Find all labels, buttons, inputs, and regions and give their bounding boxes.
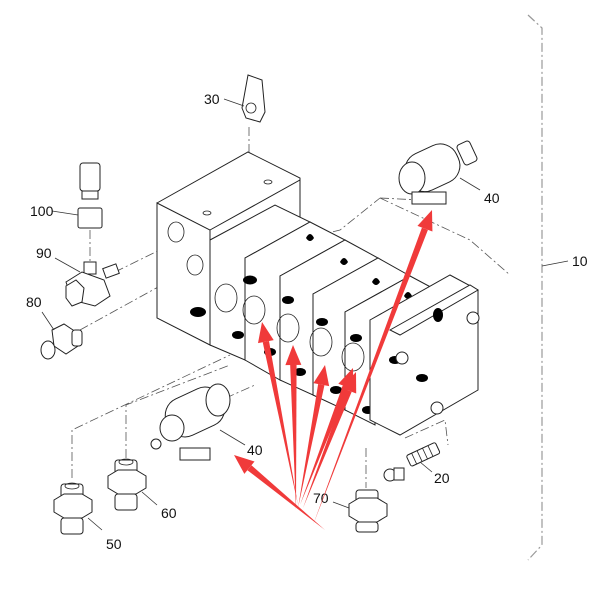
- red-arrow-shaft: [290, 364, 297, 510]
- callout-80: 80: [26, 294, 42, 310]
- part-50-fitting: 50: [53, 482, 122, 552]
- red-arrow-shaft: [262, 341, 298, 505]
- part-40-solenoid-top: 40: [398, 140, 500, 206]
- callout-40-bottom: 40: [247, 442, 263, 458]
- callout-10: 10: [572, 253, 588, 269]
- part-20-plug-spring: 20: [383, 442, 450, 486]
- part-70-fitting: 70: [313, 489, 388, 533]
- part-60-fitting: 60: [107, 458, 177, 521]
- callout-20: 20: [434, 470, 450, 486]
- part-90-tee: 90: [36, 245, 120, 307]
- callout-60: 60: [161, 505, 177, 521]
- red-arrows: [234, 210, 433, 530]
- callout-100: 100: [30, 203, 54, 219]
- callout-40-top: 40: [484, 190, 500, 206]
- red-arrow-head: [341, 372, 357, 394]
- red-arrow-shaft: [313, 227, 428, 526]
- assembly-bracket: 10: [527, 14, 588, 561]
- red-arrow-head: [234, 455, 255, 474]
- red-arrow-head: [285, 345, 302, 366]
- red-arrow-head: [313, 365, 330, 387]
- part-40-solenoid-bottom: 40: [150, 383, 263, 461]
- part-100-connector: 100: [30, 162, 103, 229]
- red-arrow-head: [417, 210, 433, 232]
- red-arrow-shaft: [247, 465, 325, 530]
- red-arrow-shaft: [303, 389, 352, 508]
- part-30-bracket: 30: [204, 74, 266, 123]
- red-arrow-shaft: [298, 384, 325, 508]
- part-80-fitting: 80: [26, 294, 83, 360]
- red-arrow-head: [258, 322, 274, 344]
- callout-90: 90: [36, 245, 52, 261]
- callout-50: 50: [106, 536, 122, 552]
- callout-30: 30: [204, 91, 220, 107]
